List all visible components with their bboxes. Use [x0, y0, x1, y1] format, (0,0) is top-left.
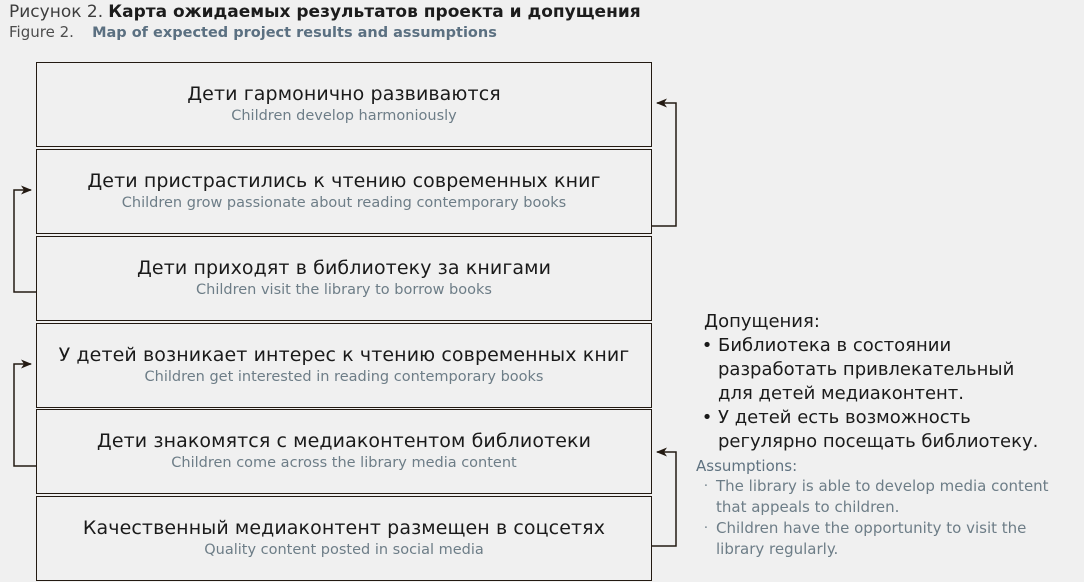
caption-english-number: Figure 2. [9, 23, 74, 41]
caption-russian-number: Рисунок 2. [9, 2, 104, 22]
assumption-item-ru-1-text: Библиотека в состоянии разработать привл… [718, 335, 1015, 404]
assumption-item-ru-2-text: У детей есть возможность регулярно посещ… [718, 407, 1039, 452]
assumption-item-ru-2: • У детей есть возможность регулярно пос… [696, 406, 1049, 454]
assumption-item-ru-1: • Библиотека в состоянии разработать при… [696, 334, 1049, 406]
figure-caption: Рисунок 2. Карта ожидаемых результатов п… [9, 2, 769, 43]
caption-english-title: Map of expected project results and assu… [92, 25, 497, 41]
bullet-icon: · [703, 521, 709, 536]
assumptions-list-russian: • Библиотека в состоянии разработать при… [696, 334, 1049, 454]
assumption-item-en-1: · The library is able to develop media c… [696, 476, 1049, 518]
result-box-1: Дети гармонично развиваются Children dev… [36, 62, 652, 147]
caption-russian-title: Карта ожидаемых результатов проекта и до… [108, 2, 641, 22]
result-box-1-english: Children develop harmoniously [231, 108, 457, 124]
result-box-3-english: Children visit the library to borrow boo… [196, 282, 492, 298]
result-box-5-russian: Дети знакомятся с медиаконтентом библиот… [96, 430, 592, 452]
result-box-2: Дети пристрастились к чтению современных… [36, 149, 652, 234]
assumption-item-en-1-text: The library is able to develop media con… [716, 477, 1049, 516]
assumptions-heading-russian: Допущения: [704, 311, 820, 332]
assumption-item-en-2: · Children have the opportunity to visit… [696, 518, 1049, 560]
result-box-6-russian: Качественный медиаконтент размещен в соц… [82, 517, 606, 539]
bullet-icon: · [703, 479, 709, 494]
assumptions-list-english: · The library is able to develop media c… [696, 476, 1049, 560]
caption-russian-line: Рисунок 2. Карта ожидаемых результатов п… [9, 2, 769, 22]
assumptions-heading-english: Assumptions: [696, 457, 798, 475]
result-box-1-russian: Дети гармонично развиваются [187, 83, 501, 105]
caption-english-line: Figure 2. Map of expected project result… [9, 22, 769, 43]
connector-box2-to-box1 [652, 98, 677, 227]
result-box-2-russian: Дети пристрастились к чтению современных… [87, 170, 601, 192]
result-box-2-english: Children grow passionate about reading c… [121, 195, 567, 211]
bullet-icon: • [701, 335, 713, 356]
result-box-5: Дети знакомятся с медиаконтентом библиот… [36, 409, 652, 494]
assumptions-panel: Допущения: • Библиотека в состоянии разр… [696, 310, 1049, 560]
result-box-3: Дети приходят в библиотеку за книгами Ch… [36, 236, 652, 321]
result-box-6-english: Quality content posted in social media [204, 542, 484, 558]
result-box-4-english: Children get interested in reading conte… [144, 369, 544, 385]
connector-box3-to-box2 [13, 185, 36, 293]
result-box-4-russian: У детей возникает интерес к чтению совре… [58, 344, 630, 366]
result-box-6: Качественный медиаконтент размещен в соц… [36, 496, 652, 581]
result-box-3-russian: Дети приходят в библиотеку за книгами [136, 257, 552, 279]
bullet-icon: • [701, 407, 713, 428]
connector-box6-to-box5 [652, 447, 677, 547]
result-box-4: У детей возникает интерес к чтению совре… [36, 323, 652, 408]
connector-box5-to-box4 [13, 359, 36, 467]
assumption-item-en-2-text: Children have the opportunity to visit t… [716, 519, 1027, 558]
result-box-5-english: Children come across the library media c… [171, 455, 517, 471]
